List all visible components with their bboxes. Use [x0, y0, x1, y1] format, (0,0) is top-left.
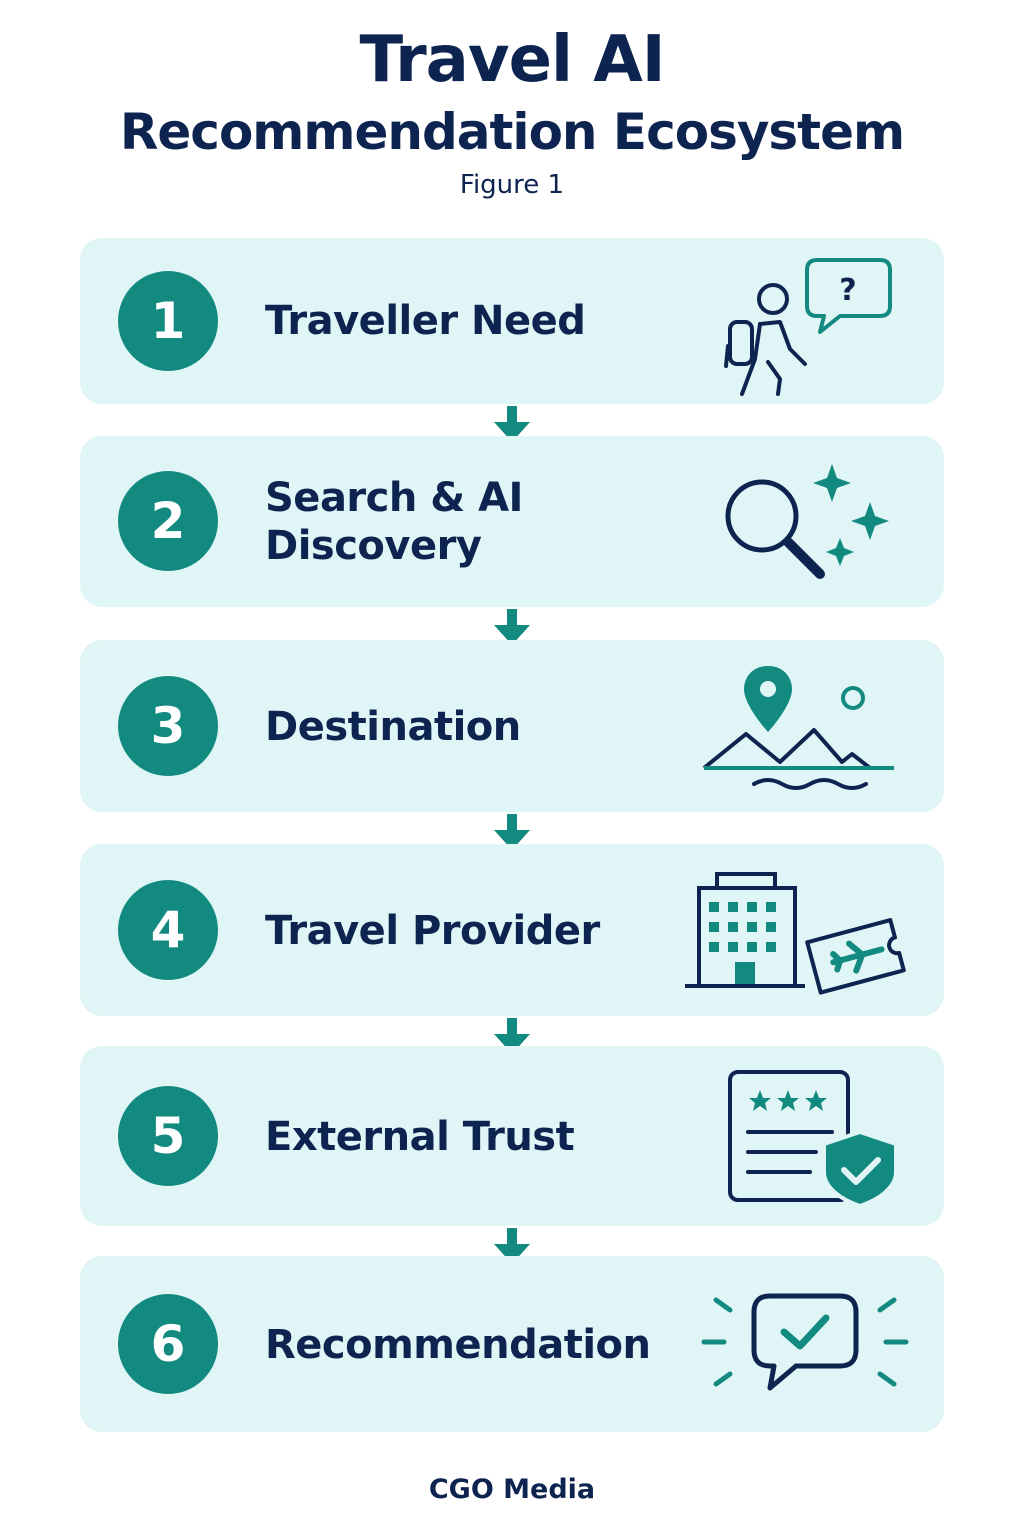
- review-shield-icon: [728, 1070, 898, 1208]
- step-label-1: Traveller Need: [265, 298, 586, 344]
- title-line-1: Travel AI: [359, 23, 665, 97]
- flow-arrow-4: [494, 1018, 530, 1054]
- step-number-1: 1: [118, 271, 218, 371]
- step-card-1: 1 Traveller Need ?: [80, 238, 944, 404]
- figure-label: Figure 1: [459, 170, 565, 200]
- approved-chat-icon: [701, 1293, 909, 1391]
- step-card-3: 3 Destination: [80, 640, 944, 812]
- flow-arrow-2: [494, 609, 530, 645]
- svg-text:?: ?: [839, 273, 856, 308]
- flow-arrow-3: [494, 814, 530, 850]
- flow-arrow-1: [494, 406, 530, 442]
- step-label-3: Destination: [265, 704, 521, 750]
- hotel-flight-ticket-icon: [685, 872, 906, 995]
- step-label-2: Search & AI Discovery: [265, 475, 523, 569]
- step-card-4: 4 Travel Provider: [80, 844, 944, 1016]
- step-number-4: 4: [118, 880, 218, 980]
- title-line-2: Recommendation Ecosystem: [119, 103, 905, 161]
- step-card-5: 5 External Trust: [80, 1046, 944, 1226]
- step-label-5: External Trust: [265, 1114, 575, 1160]
- step-number-5: 5: [118, 1086, 218, 1186]
- step-number-3: 3: [118, 676, 218, 776]
- step-card-2: 2 Search & AI Discovery: [80, 436, 944, 607]
- step-label-6: Recommendation: [265, 1322, 651, 1368]
- traveller-question-icon: ?: [724, 258, 892, 396]
- map-pin-mountains-icon: [702, 666, 894, 790]
- search-sparkle-icon: [725, 464, 889, 579]
- flow-arrow-5: [494, 1228, 530, 1264]
- footer-credit: CGO Media: [428, 1474, 596, 1505]
- step-number-2: 2: [118, 471, 218, 571]
- step-card-6: 6 Recommendation: [80, 1256, 944, 1432]
- step-label-4: Travel Provider: [265, 908, 600, 954]
- step-number-6: 6: [118, 1294, 218, 1394]
